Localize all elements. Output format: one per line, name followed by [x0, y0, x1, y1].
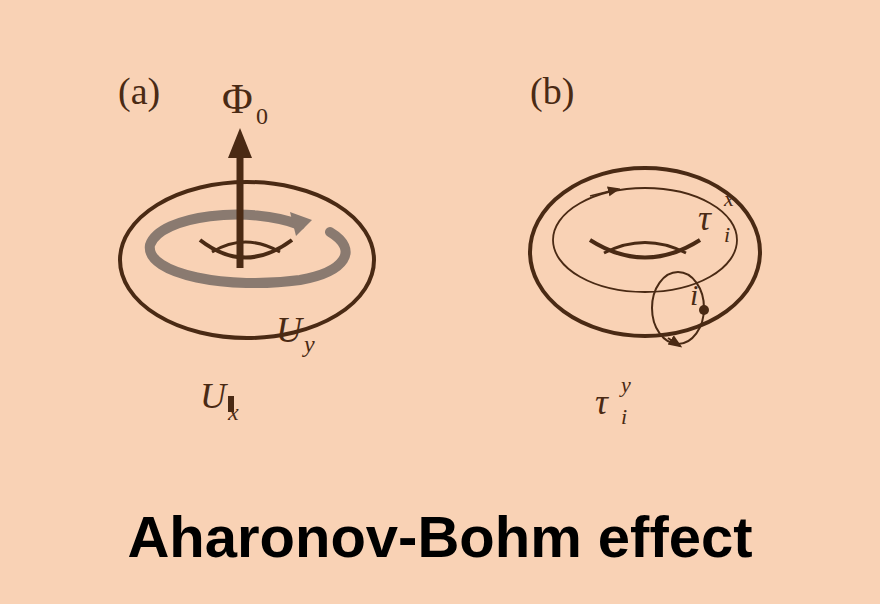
- loop-ty: [652, 272, 704, 344]
- operator-symbol: U: [276, 312, 302, 348]
- operator-symbol: U: [200, 378, 226, 414]
- flux-symbol: Φ: [222, 78, 253, 120]
- loop-symbol: τ: [595, 384, 608, 420]
- site-label: i: [690, 280, 698, 310]
- loop-symbol: τ: [698, 200, 711, 236]
- loop-superscript: y: [621, 374, 631, 396]
- torus-a: [120, 128, 374, 412]
- loop-superscript: x: [724, 188, 734, 210]
- flux-subscript: 0: [256, 104, 268, 128]
- loop-subscript: i: [621, 406, 627, 428]
- operator-subscript: x: [228, 400, 239, 424]
- loop-head: [290, 212, 312, 236]
- slide-title: Aharonov-Bohm effect: [0, 505, 880, 569]
- loop-tx: [553, 188, 737, 292]
- flux-arrow: [237, 150, 244, 268]
- panel-letter: (b): [530, 72, 574, 110]
- loop-subscript: i: [724, 224, 730, 246]
- site-dot: [699, 305, 709, 315]
- operator-subscript: y: [304, 332, 315, 356]
- torus-b: [530, 168, 760, 346]
- loop-uy: [150, 215, 346, 283]
- panel-letter: (a): [118, 72, 160, 110]
